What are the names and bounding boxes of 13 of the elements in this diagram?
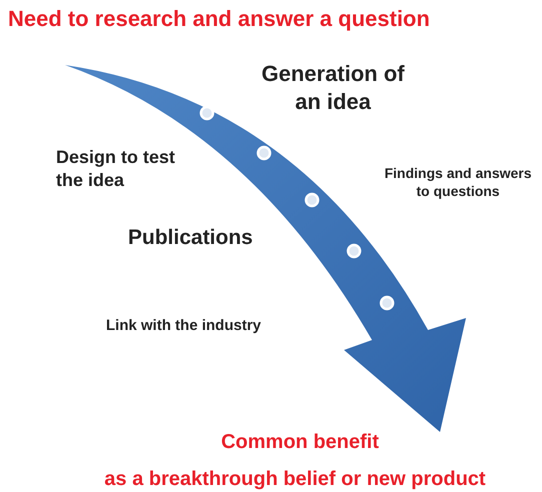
step-dot bbox=[380, 296, 394, 310]
step-dot bbox=[346, 244, 362, 258]
title: Need to research and answer a question bbox=[8, 6, 430, 32]
step-label: Link with the industry bbox=[106, 317, 262, 336]
step-dot bbox=[256, 146, 272, 160]
step-label: Findings and answers to questions bbox=[383, 165, 533, 200]
step-dot bbox=[304, 192, 320, 208]
step-dot bbox=[200, 106, 214, 120]
step-label: Design to test the idea bbox=[56, 146, 176, 191]
conclusion-text: as a breakthrough belief or new product bbox=[103, 467, 487, 492]
step-label: Generation of an idea bbox=[260, 60, 406, 115]
conclusion-text: Common benefit bbox=[220, 430, 380, 455]
step-label: Publications bbox=[128, 225, 254, 251]
